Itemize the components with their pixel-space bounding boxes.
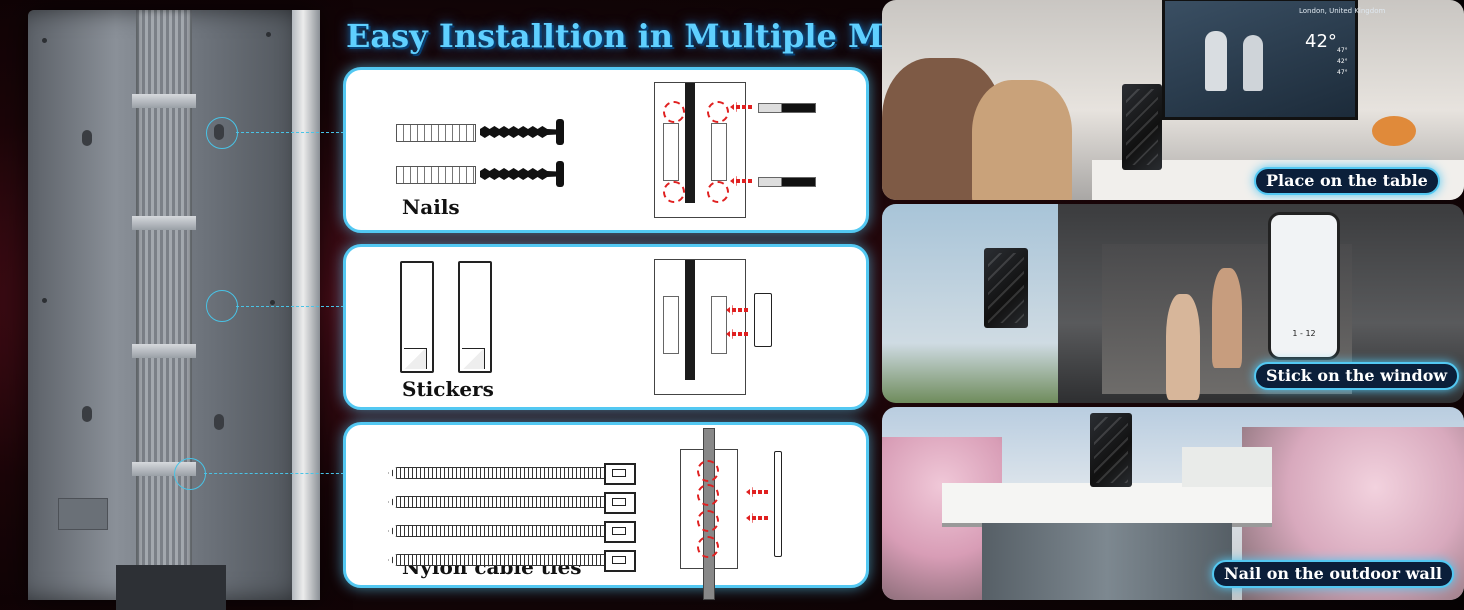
antenna-strap — [132, 94, 196, 108]
photo-badge: Place on the table — [1254, 167, 1440, 195]
tv-location: London, United Kingdom — [1299, 7, 1386, 15]
method-label: Stickers — [402, 377, 494, 401]
photo-window: 1 - 12 Stick on the window — [882, 204, 1464, 403]
wall-anchor-icon — [396, 166, 476, 184]
keyhole-icon — [82, 130, 92, 146]
arrow-left-icon — [746, 513, 768, 523]
callout-circle — [174, 458, 206, 490]
phone-counter: 1 - 12 — [1292, 329, 1316, 338]
highlight-circle — [697, 484, 719, 506]
astronaut-figure — [1243, 35, 1263, 91]
sticker-icon — [458, 261, 492, 373]
photo-badge: Nail on the outdoor wall — [1212, 560, 1454, 588]
house-glass-facade — [982, 523, 1232, 600]
cable-channel — [685, 260, 695, 380]
phone-screen: 1 - 12 — [1268, 212, 1340, 360]
callout-circle — [206, 117, 238, 149]
flower-vase — [1372, 116, 1416, 146]
keyhole-icon — [82, 406, 92, 422]
mini-screw-icon — [758, 177, 816, 187]
panel-diagram — [654, 82, 746, 218]
mini-screw-icon — [758, 103, 816, 113]
screw-head-icon — [556, 119, 564, 145]
screw-dot-icon — [42, 298, 47, 303]
highlight-circle — [663, 101, 685, 123]
photo-outdoor-wall: Nail on the outdoor wall — [882, 407, 1464, 600]
cable-tie-icon — [388, 525, 606, 537]
panel-diagram — [654, 259, 746, 395]
house-upper-floor — [942, 483, 1272, 527]
callout-leader — [236, 306, 344, 307]
antenna-back-panel — [28, 10, 320, 610]
cable-tie-icon — [388, 467, 606, 479]
wall-anchor-icon — [396, 124, 476, 142]
screw-dot-icon — [266, 32, 271, 37]
screw-head-icon — [556, 161, 564, 187]
screw-dot-icon — [270, 300, 275, 305]
cable-channel — [685, 83, 695, 203]
method-card-nails: Nails — [343, 67, 869, 233]
keyhole-icon — [214, 414, 224, 430]
highlight-circle — [663, 181, 685, 203]
cable-tie-icon — [388, 496, 606, 508]
antenna-side-edge — [292, 10, 320, 600]
highlight-circle — [697, 536, 719, 558]
antenna-device — [984, 248, 1028, 328]
antenna-device — [1122, 84, 1162, 170]
person-yoga — [1212, 268, 1242, 368]
method-card-stickers: Stickers — [343, 244, 869, 410]
antenna-strap — [132, 216, 196, 230]
panel-slot — [711, 123, 727, 181]
screw-dot-icon — [42, 38, 47, 43]
panel-diagram — [680, 428, 738, 600]
callout-leader — [236, 132, 344, 133]
cable-tie-head-icon — [604, 521, 636, 543]
antenna-label-plate — [58, 498, 108, 530]
highlight-circle — [697, 510, 719, 532]
astronaut-figure — [1205, 31, 1227, 91]
photo-badge: Stick on the window — [1254, 362, 1460, 390]
house-balcony — [1182, 447, 1272, 487]
tv-temperature: 42° — [1305, 31, 1337, 52]
screw-icon — [480, 126, 560, 138]
antenna-strap — [132, 344, 196, 358]
sticker-icon — [754, 293, 772, 347]
highlight-circle — [707, 181, 729, 203]
person-yoga — [1166, 294, 1200, 400]
method-label: Nails — [402, 195, 460, 219]
cable-tie-icon — [388, 554, 606, 566]
window-view — [882, 204, 1058, 403]
callout-leader — [204, 473, 344, 474]
sticker-icon — [400, 261, 434, 373]
highlight-circle — [707, 101, 729, 123]
antenna-device — [1090, 413, 1132, 487]
cable-tie-icon — [774, 451, 782, 557]
tv-screen: London, United Kingdom 42° 47° 42° 47° — [1162, 0, 1385, 120]
callout-circle — [206, 290, 238, 322]
panel-slot — [663, 296, 679, 354]
tv-side-temps: 47° 42° 47° — [1337, 47, 1348, 76]
highlight-circle — [697, 460, 719, 482]
person-woman — [972, 80, 1072, 200]
cable-tie-head-icon — [604, 463, 636, 485]
antenna-base — [116, 565, 226, 610]
panel-slot — [711, 296, 727, 354]
arrow-left-icon — [746, 487, 768, 497]
screw-icon — [480, 168, 560, 180]
photo-table: London, United Kingdom 42° 47° 42° 47° P… — [882, 0, 1464, 200]
cable-tie-head-icon — [604, 550, 636, 572]
cable-tie-head-icon — [604, 492, 636, 514]
page-title: Easy Installtion in Multiple Methods in … — [346, 17, 1341, 55]
antenna-cable-channel — [136, 10, 192, 600]
panel-slot — [663, 123, 679, 181]
